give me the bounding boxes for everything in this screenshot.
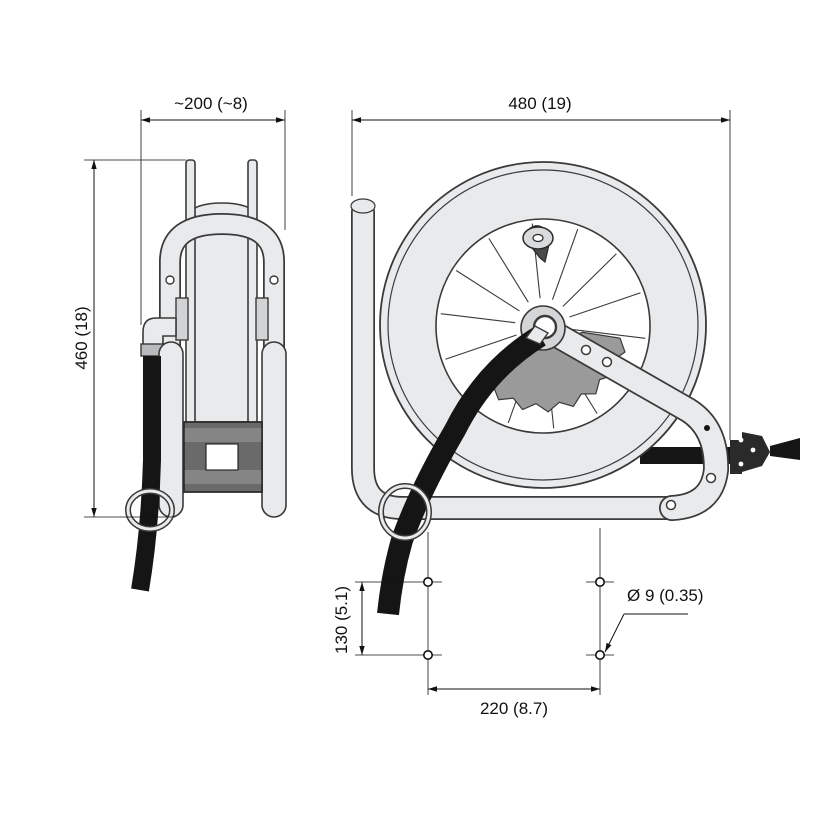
dim-label-width-front: 480 (19) <box>508 94 571 113</box>
front-hose-nozzle <box>730 432 800 474</box>
drum-spoke <box>551 228 579 300</box>
front-reel-disc-inner-edge <box>387 169 699 481</box>
mounting-hole-bottom-right <box>594 649 605 660</box>
drum-spoke <box>570 328 646 339</box>
front-hose-clamp <box>524 325 550 345</box>
side-frame-hole-left <box>165 275 175 285</box>
side-leg-left <box>158 341 184 518</box>
side-axle-boss-right <box>255 297 269 341</box>
side-leg-right <box>261 341 287 518</box>
drum-spoke <box>455 270 520 312</box>
mounting-hole-top-left <box>422 576 433 587</box>
mounting-hole-bottom-left <box>422 649 433 660</box>
drum-spoke <box>445 334 517 360</box>
mounting-hole-top-right <box>594 576 605 587</box>
front-hose <box>377 326 546 616</box>
dim-label-hole-horizontal: 220 (8.7) <box>480 699 548 718</box>
drum-spoke <box>488 238 529 303</box>
drum-spoke <box>562 253 617 307</box>
side-cross-bracket <box>183 421 263 493</box>
dimension-annotations: ~200 (~8) 480 (19) 460 (18) 130 (5.1) <box>72 94 731 718</box>
dim-label-height: 460 (18) <box>72 306 91 369</box>
front-view <box>350 161 800 616</box>
side-axle-boss-left <box>175 297 189 341</box>
front-top-latch <box>522 225 554 264</box>
front-arm-hole-3 <box>705 472 717 484</box>
side-view <box>125 159 287 592</box>
side-swivel-elbow <box>142 317 177 346</box>
front-arm-dot <box>704 425 710 431</box>
dim-label-hole-vertical: 130 (5.1) <box>332 586 351 654</box>
drum-spoke <box>440 313 516 324</box>
front-arm-hole-1 <box>580 344 592 356</box>
side-frame-hole-right <box>269 275 279 285</box>
mounting-holes <box>355 528 614 695</box>
dim-label-width-side: ~200 (~8) <box>174 94 248 113</box>
front-arm-hole-4 <box>665 499 677 511</box>
drum-spoke <box>569 292 641 318</box>
front-arm-hole-2 <box>601 356 613 368</box>
dim-label-hole-diameter: Ø 9 (0.35) <box>627 586 704 605</box>
side-hose <box>131 356 161 592</box>
side-drum <box>191 209 253 423</box>
